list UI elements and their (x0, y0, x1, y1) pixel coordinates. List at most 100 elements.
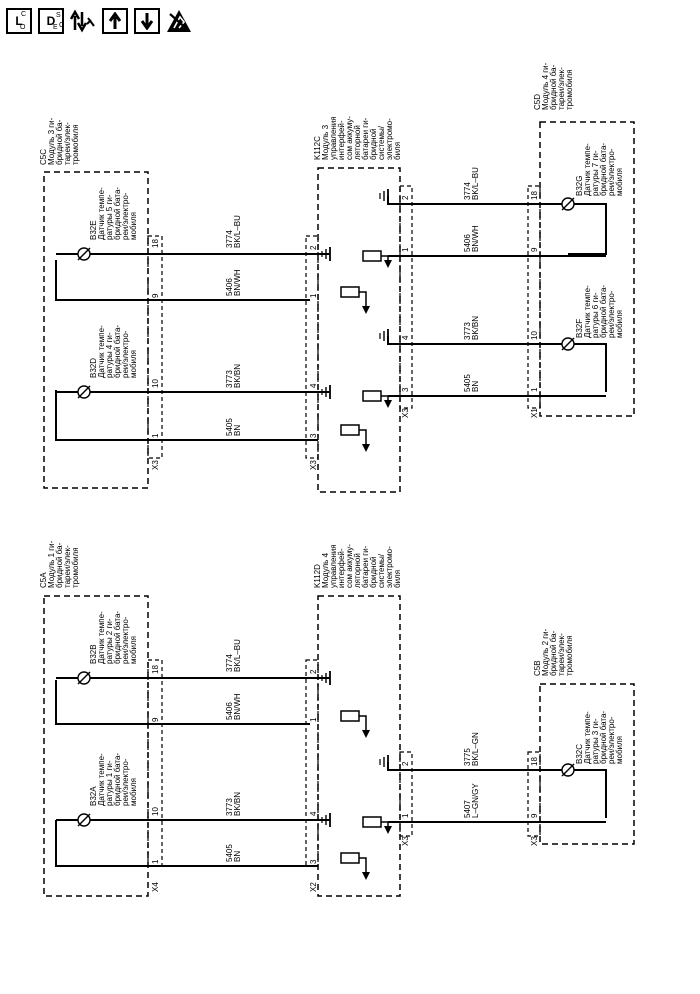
wire-label-3774-line: 3774 (225, 230, 234, 248)
pin-k1: 1 (309, 293, 318, 298)
label-b32f-line: реи/электро- (607, 290, 616, 338)
pin-9-line: 9 (151, 293, 160, 298)
wire-label-3773b-line: 3773 (463, 322, 472, 340)
conn-x1-line: X1 (530, 408, 539, 418)
wire-label-3773b-line: BK/BN (471, 316, 480, 340)
pin-k4-l-line: 4 (309, 811, 318, 816)
label-k112d-line: управления (329, 544, 338, 588)
label-k112c-line: бридной (369, 128, 378, 160)
pin-k1b-line: 1 (401, 247, 410, 252)
label-k112d-line: батареи ги- (361, 545, 370, 588)
pin-c18-l-line: 18 (530, 757, 539, 766)
label-k112d-line: бридной (369, 556, 378, 588)
label-b32d-line: мобиля (129, 350, 138, 378)
swap-tool-icon[interactable] (70, 8, 96, 34)
pin-k4-line: 4 (309, 383, 318, 388)
wire-label-5405-l-line: 5405 (225, 844, 234, 862)
label-c5d-line: Модуль 4 ги- (541, 62, 550, 110)
wire-label-5406-l-line: 5406 (225, 702, 234, 720)
pin-9-l-line: 9 (151, 717, 160, 722)
conn-x3a-l: X3 (401, 836, 410, 846)
label-c5c-line: Модуль 3 ги- (47, 117, 56, 165)
wire-label-5406-line: BN/WH (233, 269, 242, 296)
label-b32f-line: ратуры 6 ги- (591, 292, 600, 338)
pin-k1b-l-line: 1 (401, 813, 410, 818)
pin-18-l: 18 (151, 665, 160, 674)
conn-x3c-line: X3 (401, 408, 410, 418)
wire-label-5407-line: L–GN/GY (471, 783, 480, 818)
location-button[interactable]: L C O (6, 8, 32, 34)
label-b32g-line: ратуры 7 ги- (591, 150, 600, 196)
pin-10-line: 10 (151, 379, 160, 388)
wire-label-5406b-line: BN/WH (471, 225, 480, 252)
arrow-down-icon[interactable] (134, 8, 160, 34)
pin-c1-line: 1 (530, 387, 539, 392)
label-b32d-line: Датчик темпе- (97, 325, 106, 378)
wire-label-3773-l-line: BK/BN (233, 792, 242, 816)
conn-x3a-l-line: X3 (401, 836, 410, 846)
desc-sup2: C (59, 22, 65, 29)
pin-c18: 18 (530, 191, 539, 200)
pin-1: 1 (151, 433, 160, 438)
label-b32e-line: мобиля (129, 212, 138, 240)
pin-1-l-line: 1 (151, 859, 160, 864)
label-c5a-line: бридной ба- (55, 542, 64, 588)
wire-label-5406-l-line: BN/WH (233, 693, 242, 720)
pin-k2-l-line: 2 (309, 669, 318, 674)
label-c5b-line: тареи/элек- (557, 633, 566, 676)
label-b32c-line: Датчик темпе- (583, 711, 592, 764)
pin-k1b: 1 (401, 247, 410, 252)
label-c5d-line: тромобиля (565, 69, 574, 110)
upper-diagram (43, 121, 635, 493)
label-b32b-line: реи/электро- (121, 616, 130, 664)
pin-k1-l-line: 1 (309, 717, 318, 722)
conn-x4-line: X4 (151, 882, 160, 892)
label-c5a-line: тареи/элек- (63, 545, 72, 588)
label-c5b-line: тромобиля (565, 635, 574, 676)
wire-label-3774b-line: 3774 (463, 182, 472, 200)
pin-10: 10 (151, 379, 160, 388)
conn-x2-line: X2 (309, 882, 318, 892)
label-k112c-line: биля (393, 142, 402, 160)
esd-warning-icon[interactable] (166, 8, 192, 34)
wire-label-5406-line: 5406 (225, 278, 234, 296)
pin-k4b-line: 4 (401, 335, 410, 340)
label-b32b-line: бридной бата- (113, 611, 122, 664)
label-k112c-line: управления (329, 116, 338, 160)
label-c5b-line: Модуль 2 ги- (541, 628, 550, 676)
arrow-up-icon[interactable] (102, 8, 128, 34)
label-b32d-line: B32D (89, 358, 98, 378)
description-button[interactable]: D E S C (38, 8, 64, 34)
label-k112d-line: Модуль 4 (321, 552, 330, 588)
wire-label-5405-line: 5405 (225, 418, 234, 436)
desc-sub: E (53, 24, 58, 31)
desc-main: D (46, 14, 56, 28)
label-k112d-line: K112D (313, 564, 322, 588)
label-c5a-line: C5A (39, 572, 48, 588)
label-k112c-line: электромо- (385, 118, 394, 160)
pin-1-l: 1 (151, 859, 160, 864)
wire-label-5405-line: BN (233, 425, 242, 436)
wire-label-3774-l-line: BK/L–BU (233, 639, 242, 672)
label-b32a-line: бридной бата- (113, 753, 122, 806)
loc-main: L (15, 14, 23, 28)
label-b32b-line: ратуры 2 ги- (105, 618, 114, 664)
wire-label-5405b-line: 5405 (463, 374, 472, 392)
wire-label-5406b-line: 5406 (463, 234, 472, 252)
label-b32f-line: мобиля (615, 310, 624, 338)
wire-label-3774-l-line: 3774 (225, 654, 234, 672)
